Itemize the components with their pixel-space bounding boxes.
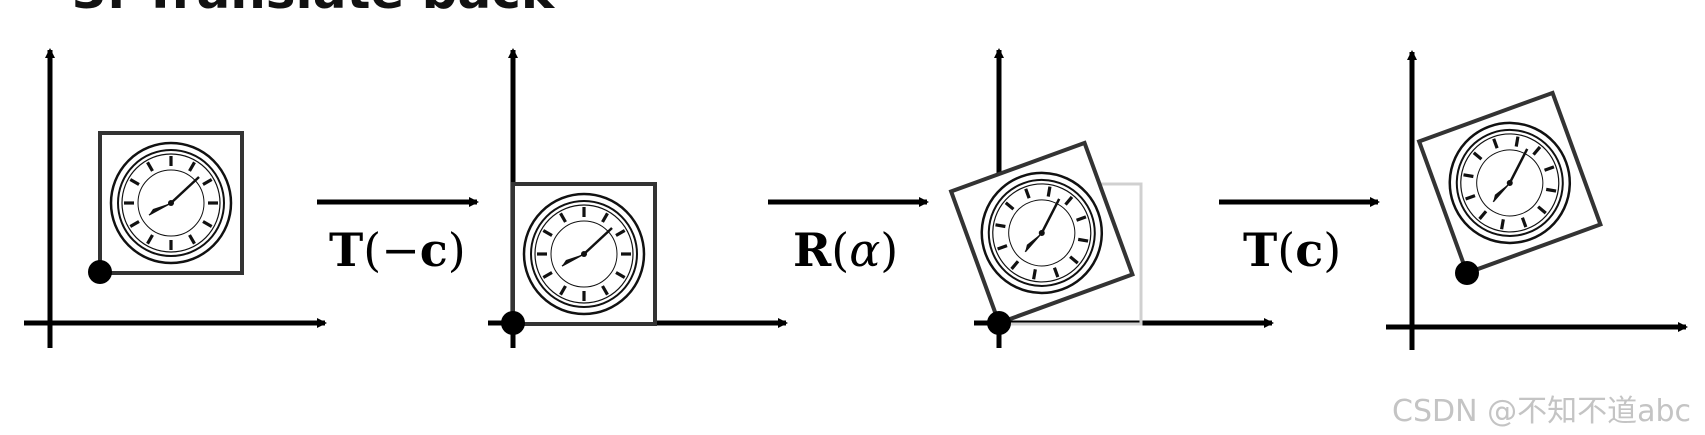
section-heading: 3. Translate back — [72, 0, 554, 20]
panel-original — [24, 48, 327, 348]
clock-frame — [1416, 90, 1603, 276]
pivot-point — [501, 311, 525, 335]
clock-frame — [948, 140, 1135, 326]
watermark: CSDN @不知不道abc — [1392, 394, 1691, 429]
clock-frame — [98, 131, 244, 275]
clock-frame — [511, 182, 657, 326]
pivot-point — [987, 311, 1011, 335]
pivot-point — [1455, 261, 1479, 285]
pivot-point — [88, 260, 112, 284]
operation-label-translate-to-origin: T(−c) — [329, 223, 466, 277]
operation-label-rotate: R(α) — [793, 223, 898, 277]
panel-at-origin — [488, 48, 788, 348]
operation-label-translate-back: T(c) — [1243, 223, 1341, 277]
panel-translated-back — [1386, 50, 1688, 350]
panel-rotated — [948, 48, 1274, 348]
